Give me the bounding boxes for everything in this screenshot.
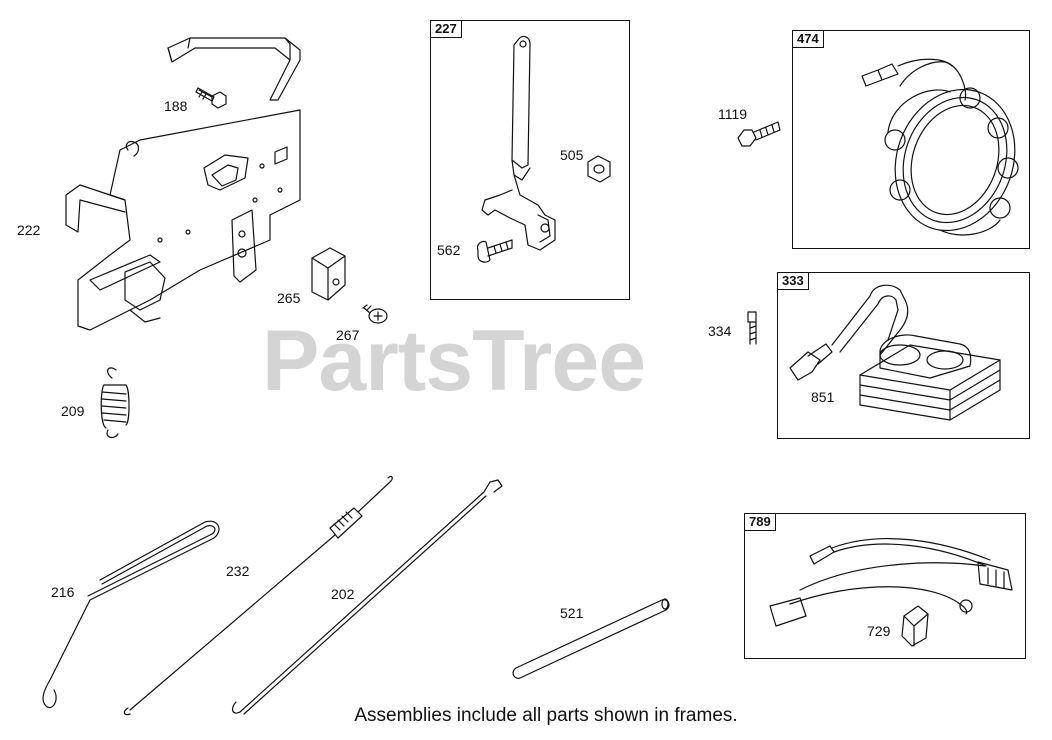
stator-474-drawing xyxy=(862,59,1034,247)
cable-232-drawing xyxy=(124,476,392,714)
assembly-frame-789: 789 xyxy=(744,513,1026,659)
part-label-209[interactable]: 209 xyxy=(61,403,85,419)
rod-202-drawing xyxy=(233,480,502,714)
watermark-text: PartsTree xyxy=(262,313,646,409)
part-label-216[interactable]: 216 xyxy=(51,584,75,600)
tube-521-drawing xyxy=(513,599,669,678)
assembly-frame-227: 227 xyxy=(430,20,630,300)
bolt-188-drawing xyxy=(196,88,226,108)
screw-1119-drawing xyxy=(738,122,780,146)
screw-267-drawing xyxy=(363,305,387,323)
harness-789-drawing xyxy=(770,539,1012,646)
assembly-frame-474: 474 xyxy=(792,30,1030,249)
spring-209-drawing xyxy=(101,368,129,438)
frame-tag-227[interactable]: 227 xyxy=(430,20,462,38)
nut-505-drawing xyxy=(588,156,610,182)
frame-tag-333[interactable]: 333 xyxy=(777,272,809,290)
clip-265-drawing xyxy=(312,248,345,300)
part-label-1119[interactable]: 1119 xyxy=(718,106,748,122)
part-label-222[interactable]: 222 xyxy=(17,222,41,238)
part-label-188[interactable]: 188 xyxy=(164,98,188,114)
lever-227-drawing xyxy=(482,37,555,250)
frame-tag-789[interactable]: 789 xyxy=(744,513,776,531)
part-label-851[interactable]: 851 xyxy=(811,389,835,405)
part-label-334[interactable]: 334 xyxy=(708,323,732,339)
part-label-562[interactable]: 562 xyxy=(437,242,461,258)
part-label-729[interactable]: 729 xyxy=(867,623,891,639)
part-label-202[interactable]: 202 xyxy=(331,586,355,602)
part-label-265[interactable]: 265 xyxy=(277,290,301,306)
part-label-505[interactable]: 505 xyxy=(560,147,584,163)
footer-note: Assemblies include all parts shown in fr… xyxy=(354,705,738,726)
ignition-module-333-drawing xyxy=(790,285,1000,420)
part-label-521[interactable]: 521 xyxy=(560,605,584,621)
screw-334-drawing xyxy=(748,312,756,344)
assembly-frame-333: 333 xyxy=(777,272,1030,439)
frame-tag-474[interactable]: 474 xyxy=(792,30,824,48)
bracket-222-drawing xyxy=(66,38,300,330)
part-label-267[interactable]: 267 xyxy=(336,327,360,343)
screw-562-drawing xyxy=(478,240,512,262)
rod-216-drawing xyxy=(43,521,219,707)
part-label-232[interactable]: 232 xyxy=(226,563,250,579)
